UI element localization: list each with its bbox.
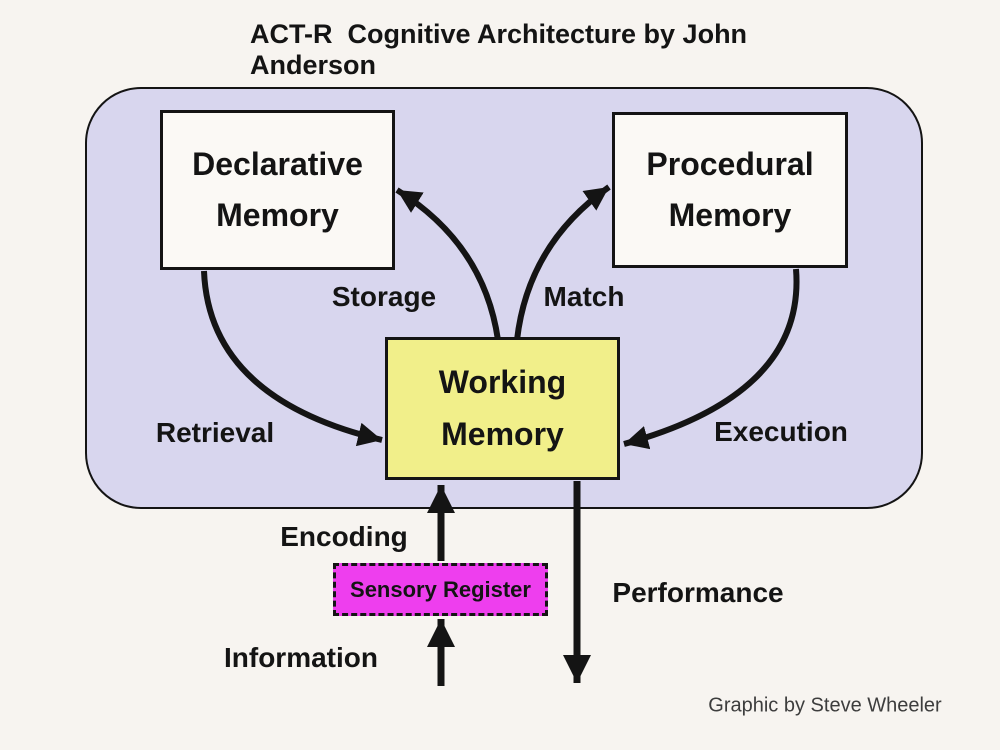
declarative-memory-box: Declarative Memory — [160, 110, 395, 270]
performance-label: Performance — [612, 577, 784, 608]
sensory-register-label: Sensory Register — [350, 576, 531, 602]
match-label: Match — [543, 281, 625, 312]
working-memory-label: Working Memory — [438, 364, 567, 452]
sensory-register-box: Sensory Register — [333, 563, 548, 616]
execution-label: Execution — [714, 416, 848, 447]
credit-text: Graphic by Steve Wheeler — [708, 694, 942, 717]
procedural-memory-label: Procedural Memory — [646, 145, 814, 233]
diagram-title: ACT-R Cognitive Architecture by John And… — [250, 19, 754, 80]
procedural-memory-box: Procedural Memory — [612, 112, 848, 268]
retrieval-label: Retrieval — [155, 417, 275, 448]
information-label: Information — [224, 642, 378, 673]
storage-label: Storage — [331, 281, 437, 312]
working-memory-box: Working Memory — [385, 337, 620, 480]
encoding-label: Encoding — [280, 521, 408, 552]
declarative-memory-label: Declarative Memory — [192, 145, 363, 233]
